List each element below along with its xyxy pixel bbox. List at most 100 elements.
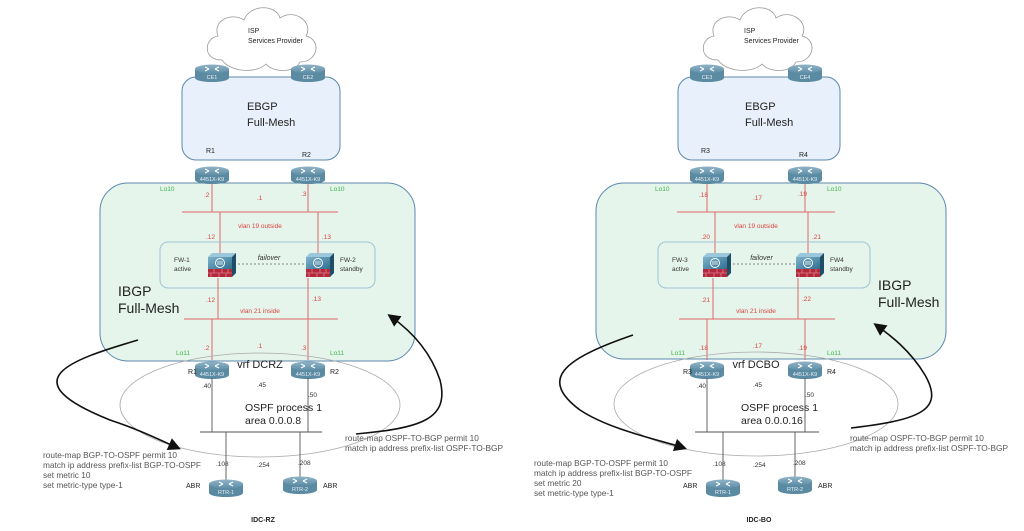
route-map-in-line-0: route-map BGP-TO-OSPF permit 10 — [43, 450, 177, 460]
router-top — [788, 166, 822, 176]
abr-left-role: ABR — [683, 483, 697, 490]
route-map-in-line-1: match ip address prefix-list BGP-TO-OSPF — [534, 468, 692, 478]
router-top — [788, 64, 822, 74]
ospf-area-label: area 0.0.0.8 — [245, 415, 301, 427]
ibgp-label-line1: IBGP — [878, 277, 911, 293]
ip-outside-right-router: .19 — [798, 191, 807, 198]
ce-router-right: CE4 — [788, 64, 822, 82]
router-model-label: 4451X-K9 — [296, 177, 320, 183]
firewall-emblem-lines — [712, 261, 718, 265]
router-model-label: RTR-2 — [292, 487, 308, 493]
firewall-emblem-icon — [710, 258, 720, 268]
ip-inside-left-router: .18 — [699, 345, 708, 352]
firewall-right-icon — [306, 253, 334, 277]
firewall-cluster-box — [657, 241, 871, 289]
diagram-caption: IDC-RZ — [251, 517, 275, 524]
ip-inside-fw-left: .12 — [206, 297, 215, 304]
abr-router-right: RTR-2 — [778, 476, 812, 494]
router-top — [195, 64, 229, 74]
router-model-label: RTR-1 — [715, 490, 731, 496]
firewall-left-icon — [208, 253, 236, 277]
edge-router-right-name: R4 — [799, 152, 808, 159]
vlan-inside-label: vlan 21 inside — [240, 308, 280, 315]
edge-router-right-name-bottom: R2 — [330, 369, 339, 376]
vrf-label: vrf DCBO — [732, 359, 780, 371]
firewall-right-icon — [796, 253, 824, 277]
ebgp-label-line2: Full-Mesh — [247, 117, 295, 129]
loopback-bottom-right: Lo11 — [330, 350, 344, 357]
route-map-in-line-1: match ip address prefix-list BGP-TO-OSPF — [43, 460, 201, 470]
router-top — [778, 476, 812, 486]
router-arrows-icon — [204, 168, 220, 174]
ip-abr-left: .108 — [713, 461, 726, 468]
router-model-label: 4451X-K9 — [793, 177, 817, 183]
ip-outside-fw-right: .21 — [812, 234, 821, 241]
firewall-emblem-icon — [803, 258, 813, 268]
router-arrows-icon — [300, 168, 316, 174]
router-top — [690, 64, 724, 74]
firewall-left-state: active — [672, 266, 689, 273]
ip-abr-right: .208 — [793, 460, 806, 467]
router-model-label: 4451X-K9 — [200, 177, 224, 183]
router-top — [291, 64, 325, 74]
router-model-label: CE3 — [702, 75, 713, 81]
loopback-top-left: Lo10 — [160, 186, 175, 193]
ibgp-box — [595, 182, 947, 360]
ip-inside-fw-right: .13 — [312, 296, 321, 303]
ip-inside-left-router: .2 — [204, 345, 210, 352]
firewall-right-state: standby — [340, 266, 364, 273]
router-top — [291, 166, 325, 176]
router-arrows-icon — [699, 168, 715, 174]
cloud-label-line2: Services Provider — [248, 38, 304, 45]
firewall-face — [208, 257, 232, 269]
router-arrows-icon — [787, 478, 803, 484]
ip-abr-vip: .254 — [257, 462, 270, 469]
firewall-face — [703, 257, 727, 269]
ip-abr-left: .108 — [216, 461, 229, 468]
failover-label: failover — [750, 255, 773, 262]
edge-router-left-top: 4451X-K9 — [690, 166, 724, 184]
ip-outside-fw-left: .12 — [206, 234, 215, 241]
router-model-label: 4451X-K9 — [695, 177, 719, 183]
router-arrows-icon — [204, 66, 220, 72]
router-top — [788, 361, 822, 371]
ip-ospf-right: .50 — [308, 392, 317, 399]
isp-cloud-icon — [206, 7, 317, 71]
router-top — [690, 166, 724, 176]
edge-router-left-name: R1 — [206, 148, 215, 155]
route-map-out-line-0: route-map OSPF-TO-BGP permit 10 — [345, 433, 479, 443]
router-top — [706, 479, 740, 489]
loopback-bottom-left: Lo11 — [671, 350, 685, 357]
edge-router-right-bottom: 4451X-K9 — [788, 361, 822, 379]
router-arrows-icon — [797, 66, 813, 72]
ce-router-right: CE2 — [291, 64, 325, 82]
route-map-in-line-3: set metric-type type-1 — [43, 480, 123, 490]
ospf-area-label: area 0.0.0.16 — [741, 415, 803, 427]
ebgp-label-line1: EBGP — [247, 101, 278, 113]
ip-inside-right-router: .3 — [301, 345, 307, 352]
cloud-label-line1: ISP — [744, 28, 756, 35]
firewall-cluster-box — [159, 241, 376, 289]
route-map-out-line-0: route-map OSPF-TO-BGP permit 10 — [850, 433, 984, 443]
firewall-emblem-lines — [805, 261, 811, 265]
router-arrows-icon — [699, 66, 715, 72]
firewall-top — [703, 253, 731, 257]
firewall-top — [208, 253, 236, 257]
ip-abr-right: .208 — [298, 460, 311, 467]
redistribute-ospf-to-bgp-arrow — [355, 314, 443, 435]
ip-outside-vip: .1 — [257, 195, 263, 202]
firewall-emblem-icon — [215, 258, 225, 268]
router-top — [690, 361, 724, 371]
ospf-process-label: OSPF process 1 — [245, 402, 322, 414]
firewall-right-name: FW-2 — [340, 257, 356, 264]
ip-outside-left-router: .18 — [699, 192, 708, 199]
loopback-top-left: Lo10 — [655, 186, 670, 193]
router-arrows-icon — [292, 478, 308, 484]
ip-inside-fw-left: .21 — [701, 297, 710, 304]
ip-inside-fw-right: .22 — [802, 296, 811, 303]
edge-router-left-bottom: 4451X-K9 — [195, 361, 229, 379]
edge-router-right-bottom: 4451X-K9 — [291, 361, 325, 379]
firewall-emblem-lines — [217, 261, 223, 265]
router-arrows-icon — [797, 168, 813, 174]
